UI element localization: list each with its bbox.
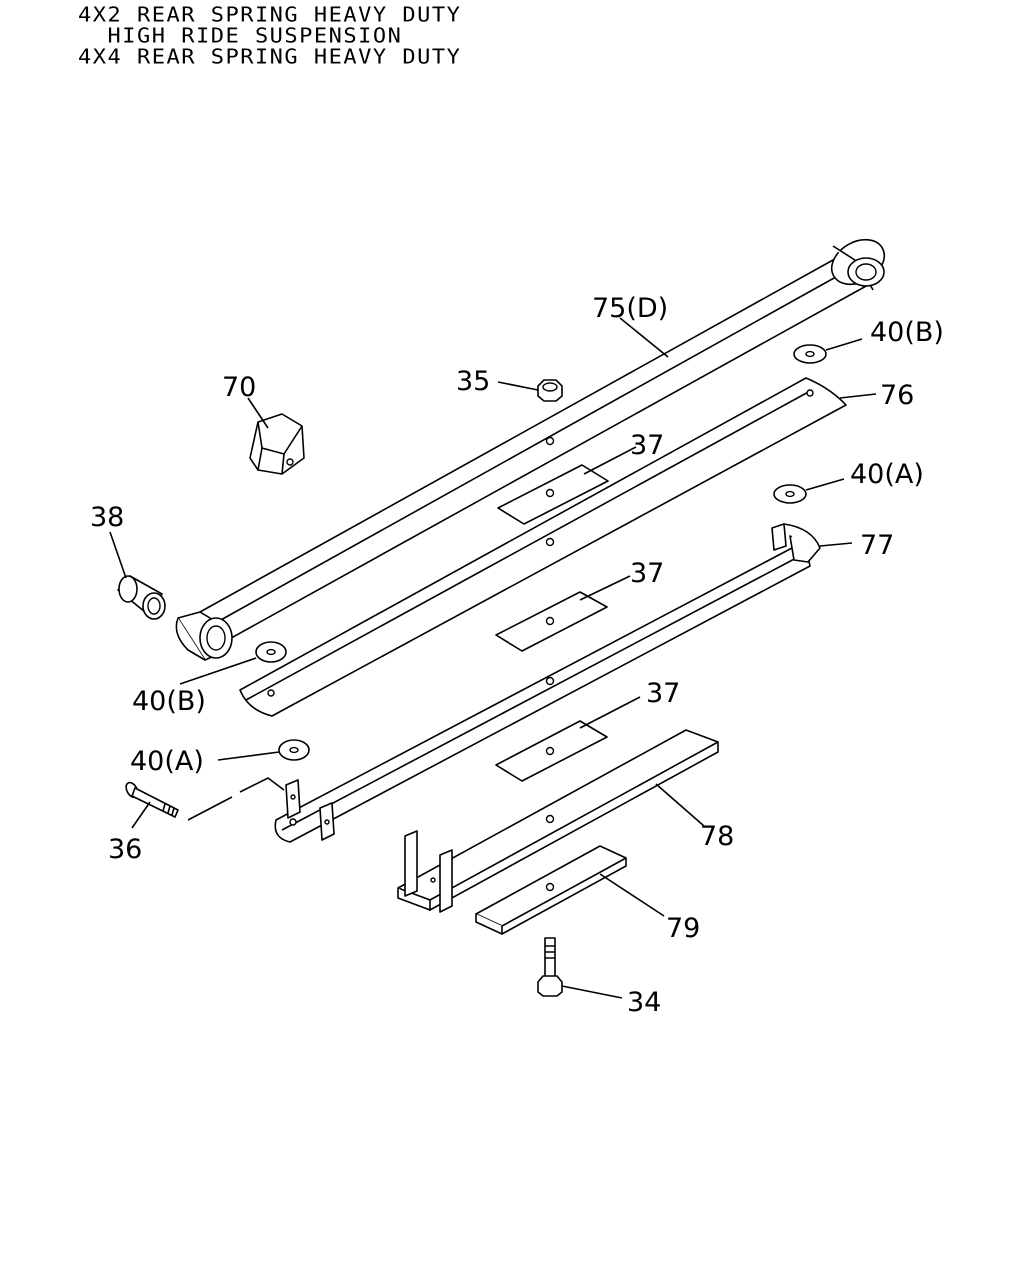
leader-76 xyxy=(839,393,877,399)
leader-79 xyxy=(599,873,665,917)
callout-40a-bottom: 40(A) xyxy=(130,746,204,777)
leader-37-top xyxy=(583,446,637,475)
part-36-bolt xyxy=(125,781,179,818)
part-40b-washer-bottom xyxy=(255,641,287,663)
leader-37-mid xyxy=(579,575,631,601)
callout-40b-bottom: 40(B) xyxy=(132,686,206,717)
leader-78 xyxy=(655,783,705,827)
callout-37-mid: 37 xyxy=(630,558,664,589)
part-37-pad-bottom xyxy=(495,720,608,782)
leader-70 xyxy=(247,397,269,429)
leader-37-bottom xyxy=(579,696,641,729)
part-35-nut xyxy=(537,379,563,402)
callout-70: 70 xyxy=(222,372,256,403)
leader-40b-bottom xyxy=(179,657,257,685)
leader-35 xyxy=(497,381,539,391)
part-34-bolt xyxy=(537,937,563,997)
part-77-leaf xyxy=(274,523,821,843)
callout-38: 38 xyxy=(90,502,124,533)
bolt-36-install-line xyxy=(187,777,285,821)
callout-40a-top: 40(A) xyxy=(850,459,924,490)
leader-lines xyxy=(109,317,877,999)
callout-35: 35 xyxy=(456,366,490,397)
header-line-3: 4X4 REAR SPRING HEAVY DUTY xyxy=(78,46,462,70)
callout-76: 76 xyxy=(880,380,914,411)
leader-38 xyxy=(109,531,127,579)
callout-79: 79 xyxy=(666,913,700,944)
part-40a-washer-bottom xyxy=(278,739,310,761)
leader-40a-bottom xyxy=(217,751,280,761)
callout-37-top: 37 xyxy=(630,430,664,461)
leader-40a-top xyxy=(805,478,845,491)
leader-34 xyxy=(561,985,623,999)
leader-36 xyxy=(131,801,151,829)
part-37-pad-middle xyxy=(495,591,608,652)
callout-labels: 75(D) 40(B) 35 76 70 37 40(A) 38 77 37 4… xyxy=(90,293,944,1018)
callout-36: 36 xyxy=(108,834,142,865)
header-line-2: HIGH RIDE SUSPENSION xyxy=(78,25,403,49)
part-40b-washer-top xyxy=(793,344,827,364)
diagram-header: 4X2 REAR SPRING HEAVY DUTY HIGH RIDE SUS… xyxy=(78,6,598,69)
leader-75 xyxy=(619,317,669,358)
callout-77: 77 xyxy=(860,530,894,561)
part-76-leaf xyxy=(239,377,847,717)
leader-77 xyxy=(819,542,853,547)
leader-40b-top xyxy=(825,338,863,351)
part-70-bump-stop xyxy=(249,413,305,475)
callout-34: 34 xyxy=(627,987,661,1018)
part-78-plate xyxy=(397,729,719,913)
callout-78: 78 xyxy=(700,821,734,852)
part-40a-washer-top xyxy=(773,484,807,504)
part-37-pad-top xyxy=(497,464,609,525)
callout-37-bottom: 37 xyxy=(646,678,680,709)
part-75-main-leaf xyxy=(175,238,886,661)
part-38-bushing xyxy=(117,575,166,620)
header-line-1: 4X2 REAR SPRING HEAVY DUTY xyxy=(78,4,462,28)
part-79-pad xyxy=(475,845,627,935)
callout-40b-top: 40(B) xyxy=(870,317,944,348)
callout-75: 75(D) xyxy=(592,293,668,324)
